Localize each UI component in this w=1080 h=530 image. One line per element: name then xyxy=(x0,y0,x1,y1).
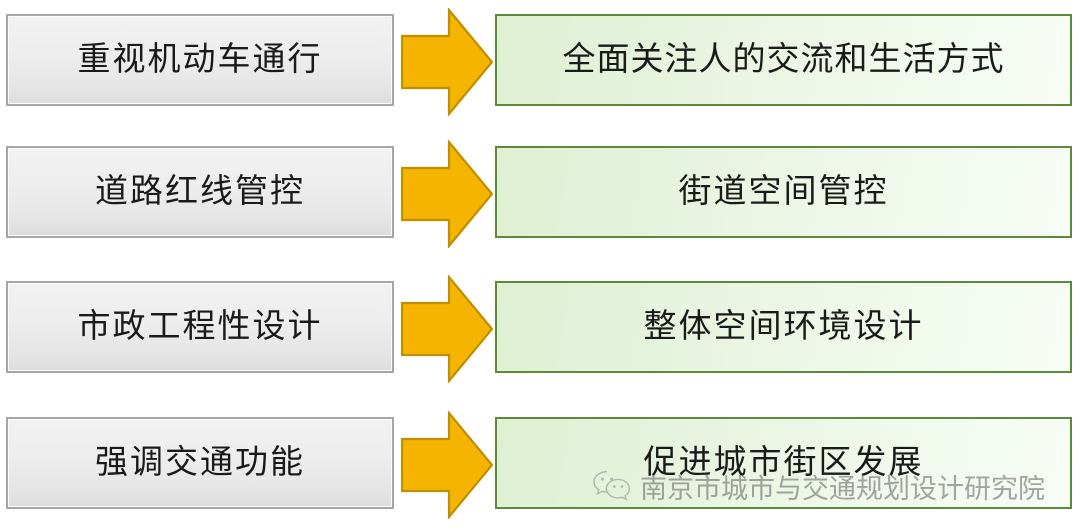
right-arrow-icon xyxy=(401,140,493,248)
after-box-label: 全面关注人的交流和生活方式 xyxy=(562,41,1005,78)
before-box[interactable]: 市政工程性设计 xyxy=(6,281,394,373)
transition-row: 市政工程性设计 整体空间环境设计 xyxy=(0,275,1080,383)
before-box-label: 道路红线管控 xyxy=(95,173,305,210)
transition-row: 强调交通功能 促进城市街区发展 xyxy=(0,411,1080,519)
right-arrow-icon xyxy=(401,411,493,519)
right-arrow-icon xyxy=(401,275,493,383)
after-box-label: 街道空间管控 xyxy=(678,173,889,210)
after-box-label: 促进城市街区发展 xyxy=(643,444,924,481)
after-box[interactable]: 街道空间管控 xyxy=(495,146,1072,238)
after-box[interactable]: 全面关注人的交流和生活方式 xyxy=(495,14,1072,106)
after-box[interactable]: 整体空间环境设计 xyxy=(495,281,1072,373)
before-box[interactable]: 强调交通功能 xyxy=(6,417,394,509)
before-box-label: 重视机动车通行 xyxy=(77,41,323,78)
before-box[interactable]: 道路红线管控 xyxy=(6,146,394,238)
after-box-label: 整体空间环境设计 xyxy=(643,308,924,345)
transition-row: 道路红线管控 街道空间管控 xyxy=(0,140,1080,248)
transition-row: 重视机动车通行 全面关注人的交流和生活方式 xyxy=(0,8,1080,116)
before-box-label: 强调交通功能 xyxy=(95,444,305,481)
before-box-label: 市政工程性设计 xyxy=(77,308,323,345)
right-arrow-icon xyxy=(401,8,493,116)
before-box[interactable]: 重视机动车通行 xyxy=(6,14,394,106)
after-box[interactable]: 促进城市街区发展 xyxy=(495,417,1072,509)
